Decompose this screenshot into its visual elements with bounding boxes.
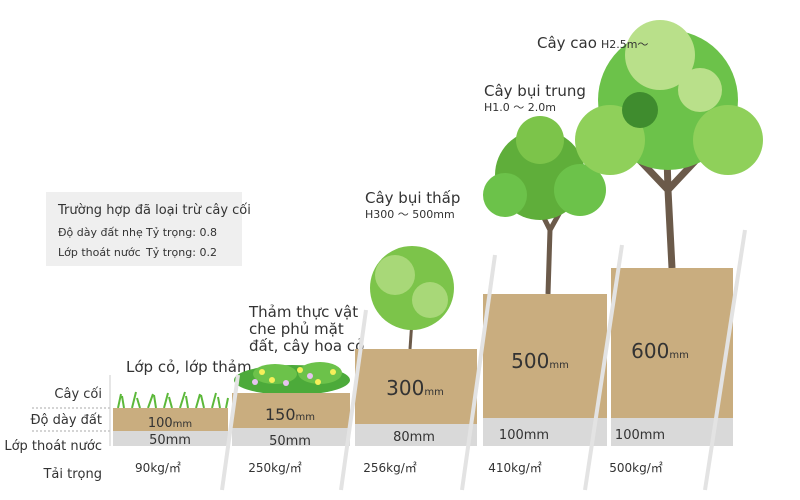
drainage-thickness: 80mm bbox=[393, 430, 435, 445]
tall-tree-icon bbox=[575, 20, 763, 269]
soil-layer bbox=[483, 294, 607, 418]
row-label-soil: Độ dày đất bbox=[30, 413, 102, 428]
drainage-layer bbox=[113, 431, 228, 446]
row-label-plants: Cây cối bbox=[54, 387, 102, 402]
column-title: Thảm thực vật bbox=[248, 303, 358, 321]
soil-thickness: 300mm bbox=[386, 376, 444, 400]
drainage-thickness: 50mm bbox=[269, 434, 311, 449]
load-value: 256kg/㎡ bbox=[363, 461, 417, 475]
grass-icon bbox=[117, 391, 229, 409]
drainage-thickness: 50mm bbox=[149, 433, 191, 448]
flowers-icon bbox=[234, 362, 350, 395]
soil-thickness: 600mm bbox=[631, 339, 689, 363]
soil-thickness: 150mm bbox=[265, 405, 315, 424]
drainage-thickness: 100mm bbox=[499, 428, 549, 443]
column-groundcover: Thảm thực vật che phủ mặt đất, cây hoa c… bbox=[232, 303, 364, 475]
row-label-load: Tải trọng bbox=[42, 467, 102, 482]
column-title: Cây bụi trung bbox=[484, 82, 586, 100]
soil-thickness: 500mm bbox=[511, 349, 569, 373]
legend-row-label: Độ dày đất nhẹ bbox=[58, 226, 143, 239]
column-title: Cây bụi thấp bbox=[365, 189, 460, 207]
legend-row-label: Lớp thoát nước bbox=[58, 246, 141, 259]
drainage-thickness: 100mm bbox=[615, 428, 665, 443]
column-title: đất, cây hoa cỏ bbox=[249, 337, 364, 355]
legend-row-value: Tỷ trọng: 0.2 bbox=[145, 246, 217, 259]
column-grass: Lớp cỏ, lớp thảm 100mm 50mm 90kg/㎡ bbox=[113, 358, 252, 475]
soil-layer bbox=[232, 393, 350, 428]
legend-box: Trường hợp đã loại trừ cây cối Độ dày đấ… bbox=[46, 192, 251, 266]
row-labels: Cây cối Độ dày đất Lớp thoát nước Tải tr… bbox=[4, 375, 112, 482]
drainage-layer bbox=[483, 418, 607, 446]
column-medium-shrub: Cây bụi trung H1.0 ～ 2.0m 500mm 100mm 41… bbox=[483, 82, 607, 475]
drainage-layer bbox=[232, 428, 350, 446]
column-subtitle: H300 ～ 500mm bbox=[365, 208, 455, 221]
drainage-layer bbox=[355, 424, 477, 446]
medium-tree-icon bbox=[483, 116, 606, 295]
column-low-shrub: Cây bụi thấp H300 ～ 500mm 300mm 80mm 256… bbox=[355, 189, 477, 475]
column-subtitle: H1.0 ～ 2.0m bbox=[484, 101, 556, 114]
load-value: 500kg/㎡ bbox=[609, 461, 663, 475]
soil-layer bbox=[611, 268, 733, 418]
shrub-icon bbox=[370, 246, 454, 350]
column-separators bbox=[220, 229, 747, 491]
soil-thickness: 100mm bbox=[148, 416, 192, 431]
legend-row-value: Tỷ trọng: 0.8 bbox=[145, 226, 217, 239]
column-title: Lớp cỏ, lớp thảm bbox=[126, 358, 252, 376]
legend-title: Trường hợp đã loại trừ cây cối bbox=[57, 203, 251, 218]
load-value: 250kg/㎡ bbox=[248, 461, 302, 475]
soil-layer bbox=[355, 349, 477, 424]
row-label-drainage: Lớp thoát nước bbox=[4, 439, 102, 454]
soil-layer bbox=[113, 408, 228, 431]
load-value: 410kg/㎡ bbox=[488, 461, 542, 475]
column-title: che phủ mặt bbox=[249, 320, 344, 338]
load-value: 90kg/㎡ bbox=[135, 461, 181, 475]
